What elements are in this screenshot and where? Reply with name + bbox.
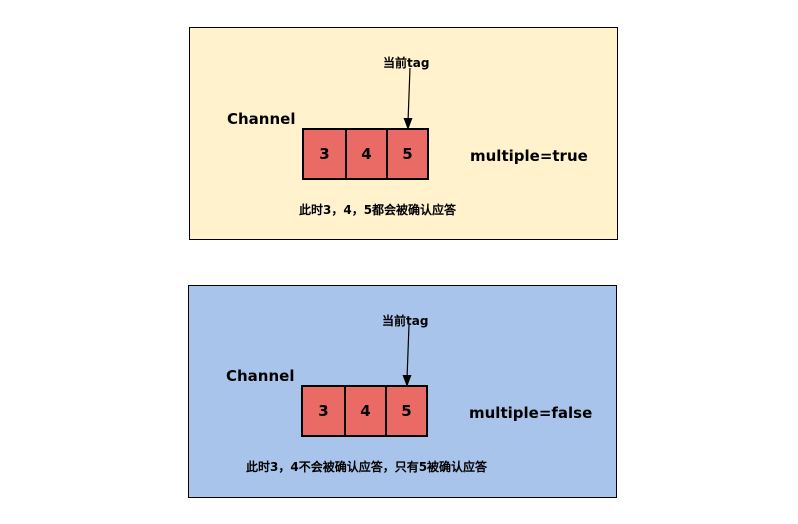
channel-label: Channel xyxy=(226,367,295,385)
current-tag-arrow xyxy=(402,324,412,387)
ack-note: 此时3，4不会被确认应答，只有5被确认应答 xyxy=(246,460,488,474)
queue-cell: 3 xyxy=(318,402,329,420)
channel-queue: 3 4 5 xyxy=(302,128,429,180)
channel-label: Channel xyxy=(227,110,296,128)
current-tag-label: 当前tag xyxy=(383,56,430,70)
queue-cell: 4 xyxy=(343,387,385,435)
mode-label: multiple=true xyxy=(470,147,588,165)
ack-note: 此时3，4，5都会被确认应答 xyxy=(299,203,457,217)
queue-cell: 5 xyxy=(385,130,427,178)
queue-cell: 5 xyxy=(384,387,426,435)
current-tag-arrow xyxy=(403,67,413,130)
channel-queue: 3 4 5 xyxy=(301,385,428,437)
mode-label: multiple=false xyxy=(469,404,593,422)
queue-cell: 4 xyxy=(344,130,386,178)
queue-cell: 3 xyxy=(319,145,330,163)
current-tag-label: 当前tag xyxy=(382,314,429,328)
